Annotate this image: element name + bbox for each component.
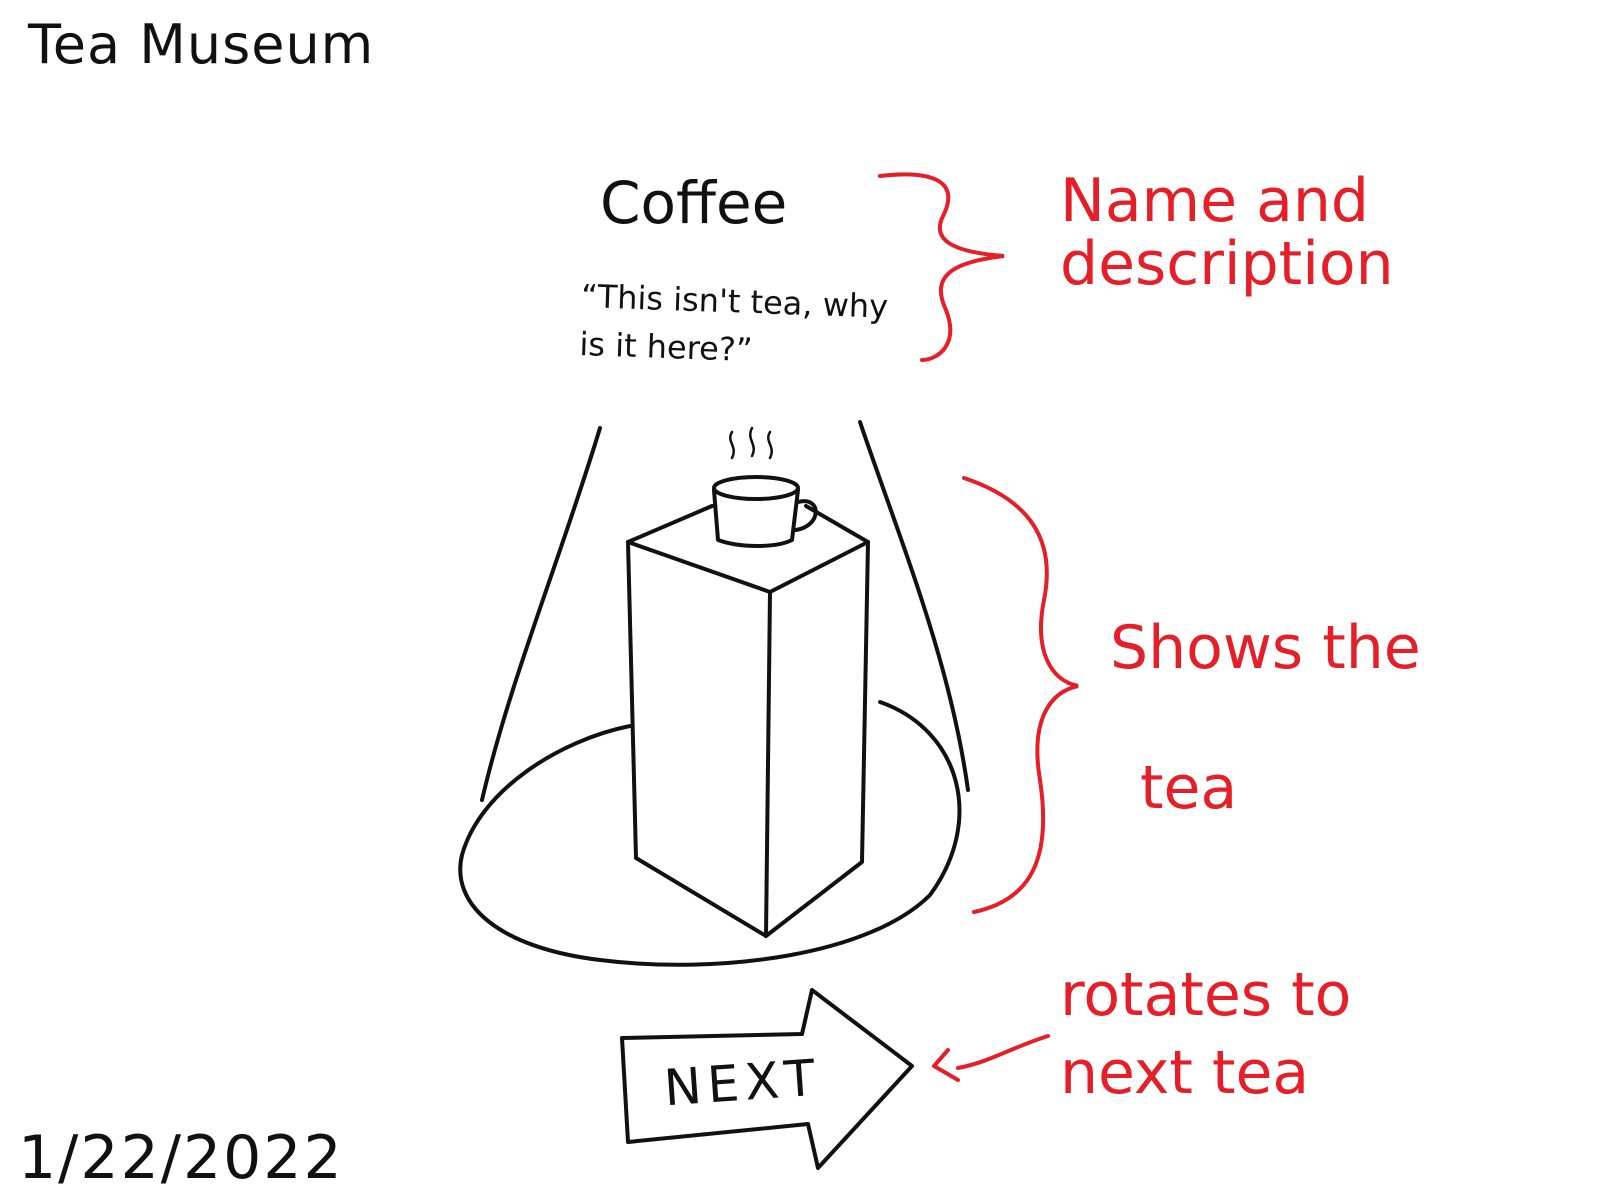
page-title: Tea Museum: [28, 13, 375, 76]
annotation-rotates-line2: next tea: [1060, 1038, 1310, 1108]
display-pedestal: [628, 506, 868, 936]
brace-name-description: [880, 174, 1004, 360]
brace-shows-tea: [964, 478, 1078, 912]
exhibit-description: “This isn't tea, why is it here?”: [578, 276, 889, 369]
pedestal-base: [460, 702, 959, 965]
next-arrow-shape: [622, 990, 912, 1168]
annotation-shows-tea-line1: Shows the: [1110, 613, 1421, 683]
annotation-name-description: Name and description: [1060, 166, 1394, 299]
annotation-rotates-line1: rotates to: [1060, 960, 1352, 1030]
annotation-shows-tea-line2: tea: [1140, 753, 1238, 823]
next-button[interactable]: NEXT: [662, 1048, 823, 1118]
spotlight-right-beam: [860, 422, 968, 790]
arrow-to-next-button: [934, 1036, 1048, 1080]
annotation-rotates: rotates to next tea: [1060, 956, 1400, 1112]
exhibit-name: Coffee: [600, 169, 788, 237]
spotlight-left-beam: [482, 428, 600, 800]
annotation-shows-tea: Shows the tea: [1110, 578, 1430, 858]
sketch-date: 1/22/2022: [18, 1123, 344, 1193]
coffee-mug-icon: [714, 428, 816, 546]
